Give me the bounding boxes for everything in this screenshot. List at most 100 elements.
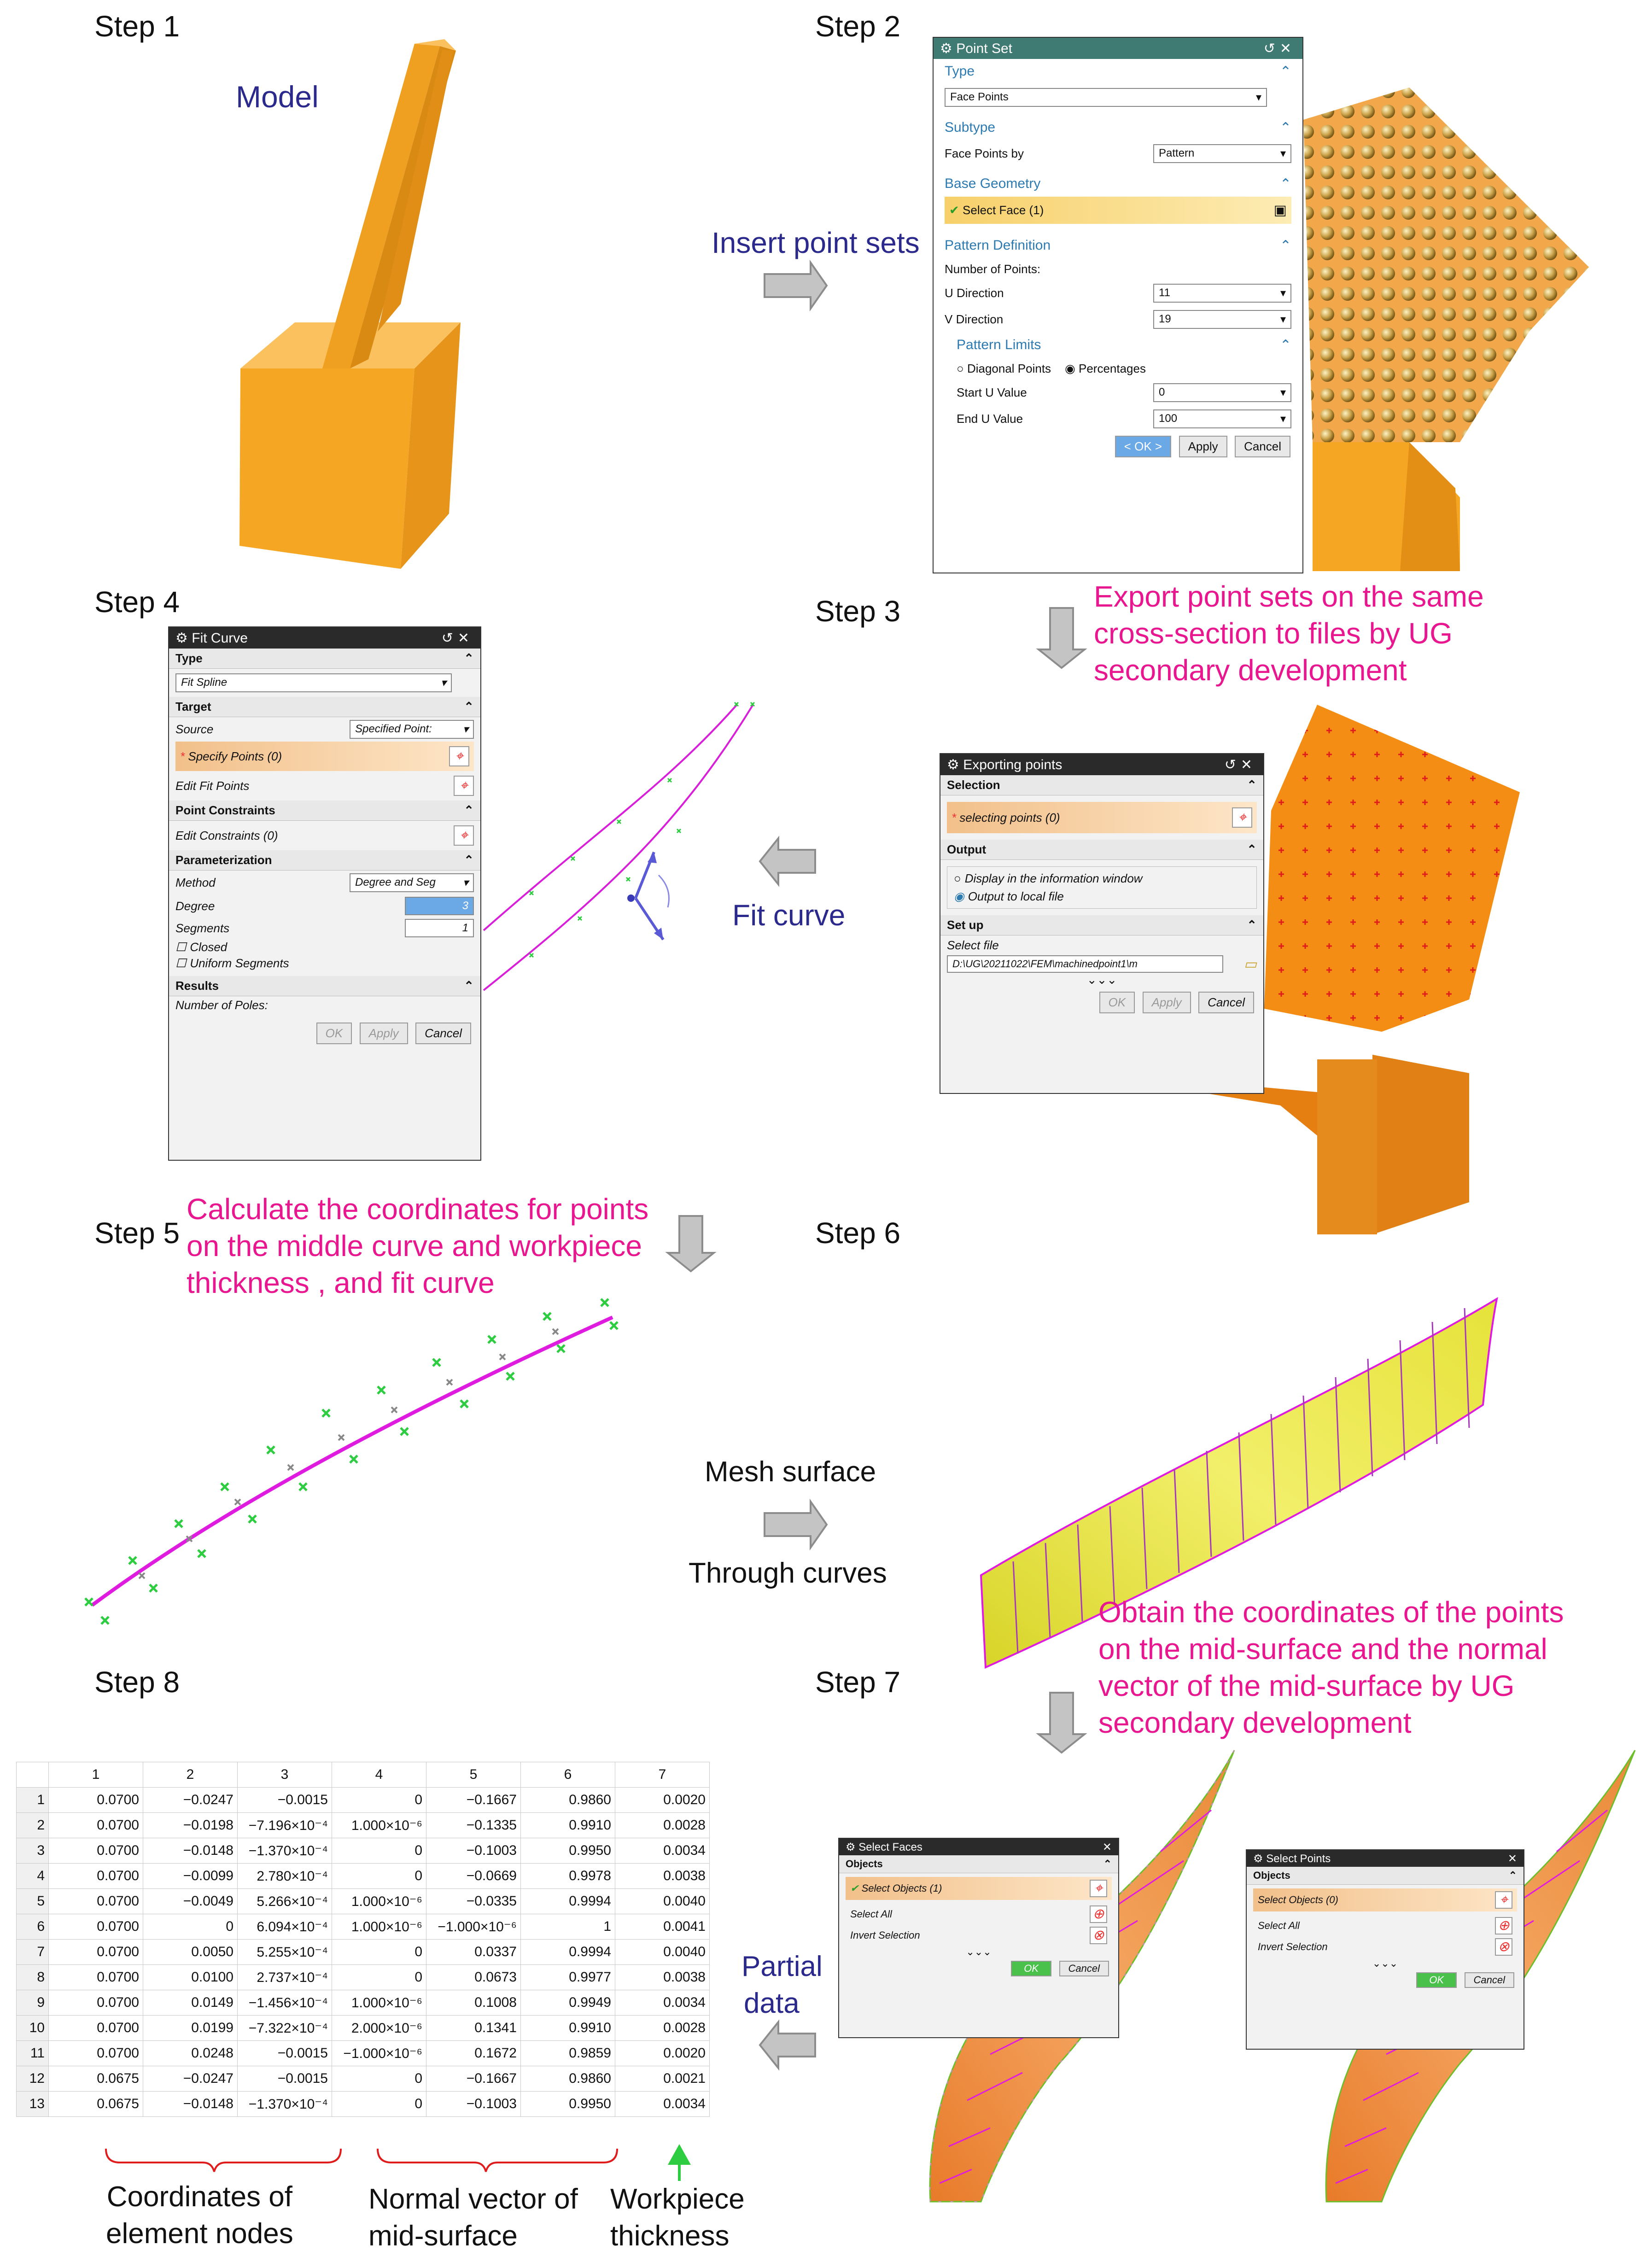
section-results[interactable]: Results⌃: [169, 976, 480, 996]
table-cell: 0.0038: [615, 1863, 710, 1889]
specify-points-label: Specify Points (0): [188, 749, 282, 763]
step-1-label: Step 1: [94, 10, 180, 43]
invert-icon[interactable]: ⊗: [1090, 1927, 1107, 1944]
crosshair-icon[interactable]: ⌖: [1090, 1880, 1107, 1897]
section-objects[interactable]: Objects⌃: [839, 1855, 1118, 1873]
crosshair-icon[interactable]: ⌖: [449, 746, 469, 766]
cancel-button[interactable]: Cancel: [415, 1023, 471, 1044]
point-set-buttons: < OK > Apply Cancel: [934, 432, 1302, 461]
close-icon[interactable]: ✕: [1279, 41, 1296, 56]
section-limits-label: Pattern Limits: [957, 337, 1041, 352]
degree-input[interactable]: 3: [405, 897, 474, 915]
section-point-constraints[interactable]: Point Constraints⌃: [169, 801, 480, 821]
crosshair-icon[interactable]: ⌖: [1232, 807, 1252, 828]
file-path-input[interactable]: D:\UG\20211022\FEM\machinedpoint1\m: [947, 955, 1223, 973]
section-type[interactable]: Type⌃: [169, 649, 480, 669]
section-target[interactable]: Target⌃: [169, 697, 480, 717]
opt-info-window[interactable]: ○Display in the information window: [947, 870, 1256, 888]
section-objects[interactable]: Objects⌃: [1247, 1867, 1524, 1885]
crosshair-icon[interactable]: ⌖: [454, 776, 474, 796]
u-direction-input[interactable]: 11▾: [1153, 284, 1291, 303]
invert-row[interactable]: Invert Selection⊗: [839, 1925, 1118, 1946]
select-all-row[interactable]: Select All⊕: [1247, 1915, 1524, 1936]
closed-row[interactable]: ☐Closed: [169, 939, 480, 955]
checkbox-icon[interactable]: ☐: [175, 940, 187, 954]
select-objects-row[interactable]: ✔ Select Objects (1)⌖: [846, 1877, 1112, 1900]
select-all-icon[interactable]: ⊕: [1090, 1905, 1107, 1923]
apply-button[interactable]: Apply: [1142, 992, 1191, 1013]
table-cell: −0.1003: [426, 2091, 521, 2117]
cancel-button[interactable]: Cancel: [1464, 1972, 1514, 1988]
ok-button[interactable]: OK: [316, 1023, 352, 1044]
invert-row[interactable]: Invert Selection⊗: [1247, 1936, 1524, 1958]
faces-expand[interactable]: ⌄⌄⌄: [966, 1946, 992, 1958]
section-type[interactable]: Type⌃: [934, 59, 1302, 84]
checkbox-icon[interactable]: ☐: [175, 956, 187, 970]
uniform-row[interactable]: ☐Uniform Segments: [169, 955, 480, 971]
method-select[interactable]: Degree and Seg▾: [350, 873, 474, 892]
ok-button[interactable]: OK: [1011, 1961, 1052, 1976]
specify-points-row[interactable]: * Specify Points (0) ⌖: [175, 742, 474, 771]
select-objects-row[interactable]: Select Objects (0)⌖: [1253, 1888, 1517, 1911]
degree-label: Degree: [175, 899, 215, 913]
radio-percentages[interactable]: ◉ Percentages: [1065, 362, 1146, 375]
folder-icon[interactable]: ▭: [1243, 956, 1257, 972]
cancel-button[interactable]: Cancel: [1235, 436, 1290, 457]
section-pattern-definition[interactable]: Pattern Definition⌃: [934, 233, 1302, 258]
ok-button[interactable]: OK: [1099, 992, 1135, 1013]
chevron-up-icon: ⌃: [464, 853, 474, 867]
section-output[interactable]: Output⌃: [940, 840, 1263, 860]
close-icon[interactable]: ✕: [1507, 1852, 1517, 1865]
reset-icon[interactable]: ↺: [1224, 757, 1241, 772]
v-direction-input[interactable]: 19▾: [1153, 310, 1291, 329]
radio-selected-icon[interactable]: ◉: [954, 889, 964, 903]
section-results-label: Results: [175, 979, 219, 993]
selecting-points-row[interactable]: * selecting points (0)⌖: [947, 802, 1257, 833]
cancel-button[interactable]: Cancel: [1198, 992, 1254, 1013]
start-u-input[interactable]: 0▾: [1153, 383, 1291, 402]
apply-button[interactable]: Apply: [1179, 436, 1227, 457]
reset-icon[interactable]: ↺: [441, 630, 458, 646]
table-cell: −7.322×10⁻⁴: [237, 2015, 332, 2041]
radio-diagonal[interactable]: ○ Diagonal Points: [957, 362, 1051, 375]
table-cell: 0.0700: [48, 1888, 143, 1914]
crosshair-icon[interactable]: ⌖: [1495, 1891, 1512, 1909]
source-select[interactable]: Specified Point:▾: [350, 720, 474, 739]
section-setup[interactable]: Set up⌃: [940, 915, 1263, 935]
end-u-input[interactable]: 100▾: [1153, 409, 1291, 428]
invert-icon[interactable]: ⊗: [1495, 1938, 1512, 1956]
close-icon[interactable]: ✕: [1102, 1841, 1112, 1853]
opt-local-file[interactable]: ◉Output to local file: [947, 888, 1256, 906]
cube-icon[interactable]: ▣: [1273, 203, 1287, 218]
type-select[interactable]: Face Points▾: [945, 88, 1267, 107]
crosshair-icon[interactable]: ⌖: [454, 825, 474, 846]
section-subtype[interactable]: Subtype⌃: [934, 115, 1302, 140]
reset-icon[interactable]: ↺: [1263, 41, 1280, 56]
select-face-row[interactable]: ✔ Select Face (1)▣: [945, 197, 1291, 224]
dialog-title: Exporting points: [963, 757, 1062, 772]
face-points-by-select[interactable]: Pattern▾: [1153, 144, 1291, 163]
section-pattern-limits[interactable]: Pattern Limits⌃: [934, 333, 1302, 358]
select-all-row[interactable]: Select All⊕: [839, 1904, 1118, 1925]
fit-type-select[interactable]: Fit Spline▾: [175, 673, 452, 692]
section-selection[interactable]: Selection⌃: [940, 775, 1263, 795]
table-cell: 0.0020: [615, 2040, 710, 2066]
ok-button[interactable]: < OK >: [1115, 436, 1172, 457]
select-all-icon[interactable]: ⊕: [1495, 1917, 1512, 1935]
points-expand[interactable]: ⌄⌄⌄: [1372, 1958, 1398, 1969]
required-icon: *: [180, 749, 185, 763]
section-pc-label: Point Constraints: [175, 803, 275, 817]
segments-input[interactable]: 1: [405, 919, 474, 937]
ok-button[interactable]: OK: [1416, 1972, 1457, 1988]
table-cell: 0.0700: [48, 1939, 143, 1965]
close-icon[interactable]: ✕: [1240, 757, 1257, 772]
cancel-button[interactable]: Cancel: [1059, 1961, 1109, 1976]
table-cell: 0.9910: [520, 2015, 615, 2041]
radio-icon[interactable]: ○: [954, 871, 961, 885]
section-parameterization[interactable]: Parameterization⌃: [169, 850, 480, 871]
export-expand[interactable]: ⌄⌄⌄: [1086, 973, 1117, 987]
u-direction-value: 11: [1159, 286, 1170, 299]
section-base-geometry[interactable]: Base Geometry⌃: [934, 171, 1302, 197]
close-icon[interactable]: ✕: [457, 630, 474, 646]
apply-button[interactable]: Apply: [359, 1023, 408, 1044]
